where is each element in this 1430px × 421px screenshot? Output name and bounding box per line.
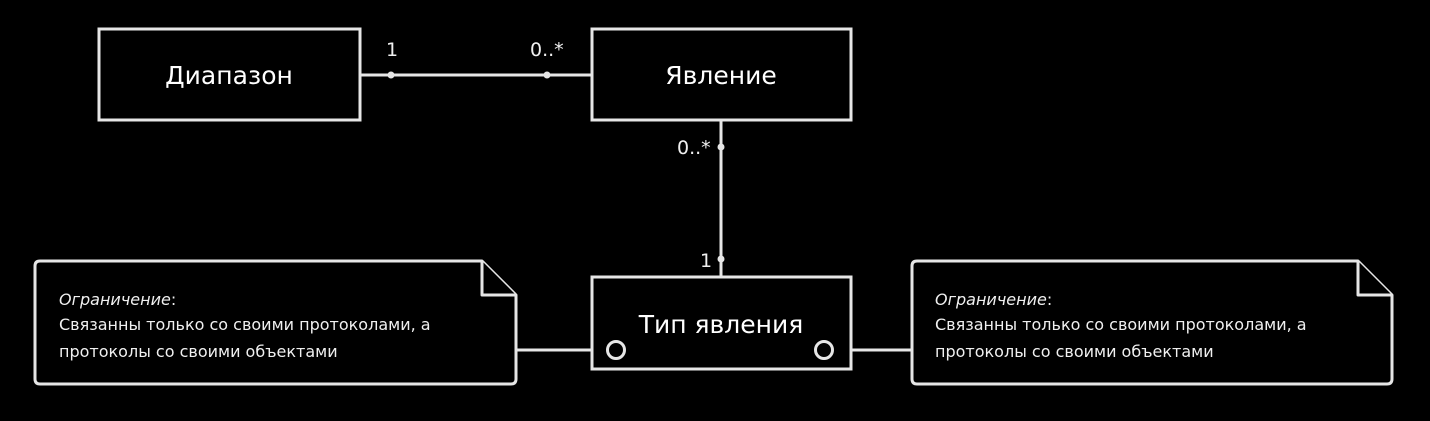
interface-port-right[interactable] [814,340,834,360]
association-end-dot [543,71,551,79]
class-phenomenon-type-label: Тип явления [638,310,804,339]
note-title: Ограничение: [935,290,1052,309]
class-range[interactable]: Диапазон [97,27,362,122]
multiplicity-type-end: 1 [700,250,712,272]
interface-port-left[interactable] [606,340,626,360]
association-end-dot [717,255,725,263]
note-text-line-2: протоколы со своими объектами [59,342,338,361]
multiplicity-phenomenon-end-vertical: 0..* [677,137,711,159]
class-phenomenon-label: Явление [665,61,776,90]
constraint-note-left[interactable]: Ограничение: Связанны только со своими п… [33,259,518,386]
note-text-line-1: Связанны только со своими протоколами, а [59,315,431,334]
class-range-label: Диапазон [165,61,293,90]
note-text-line-1: Связанны только со своими протоколами, а [935,315,1307,334]
class-phenomenon-type[interactable]: Тип явления [590,275,853,371]
note-title: Ограничение: [59,290,176,309]
class-phenomenon[interactable]: Явление [590,27,853,122]
note-text-line-2: протоколы со своими объектами [935,342,1214,361]
association-end-dot [387,71,395,79]
multiplicity-range-end: 1 [386,39,398,61]
constraint-note-right[interactable]: Ограничение: Связанны только со своими п… [910,259,1394,386]
multiplicity-phenomenon-end: 0..* [530,39,564,61]
association-end-dot [717,143,725,151]
